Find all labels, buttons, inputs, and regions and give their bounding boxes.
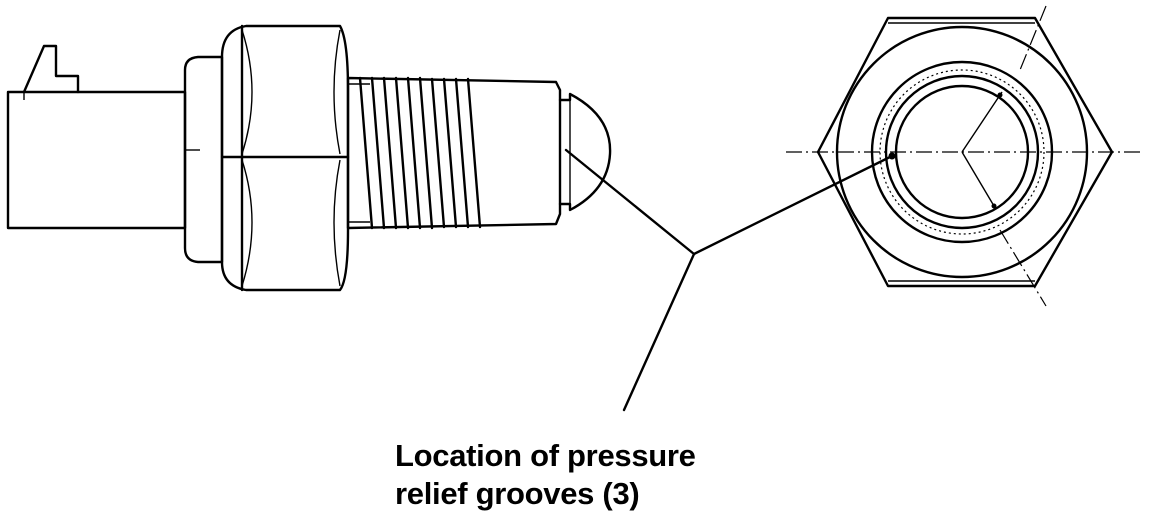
diagonal-centerline — [1019, 5, 1047, 71]
hex-nut-side — [220, 24, 350, 292]
sensor-side-view — [6, 24, 612, 292]
diagonal-centerline-lower — [999, 229, 1047, 307]
relief-groove-ring — [879, 69, 1045, 235]
connector-body — [6, 44, 200, 230]
threaded-section — [346, 76, 562, 230]
sensor-flange — [183, 55, 224, 264]
callout-label: Location of pressure relief grooves (3) — [395, 437, 696, 513]
inner-ring — [894, 84, 1030, 220]
callout-label-line1: Location of pressure — [395, 438, 696, 473]
callout-label-line2: relief grooves (3) — [395, 476, 640, 511]
outer-ring — [835, 25, 1089, 279]
callout-leader — [564, 148, 894, 412]
hex-nut-end — [816, 16, 1114, 288]
sensor-end-view — [786, 5, 1142, 307]
thread-ring — [884, 74, 1040, 230]
seat-ring — [870, 60, 1054, 244]
